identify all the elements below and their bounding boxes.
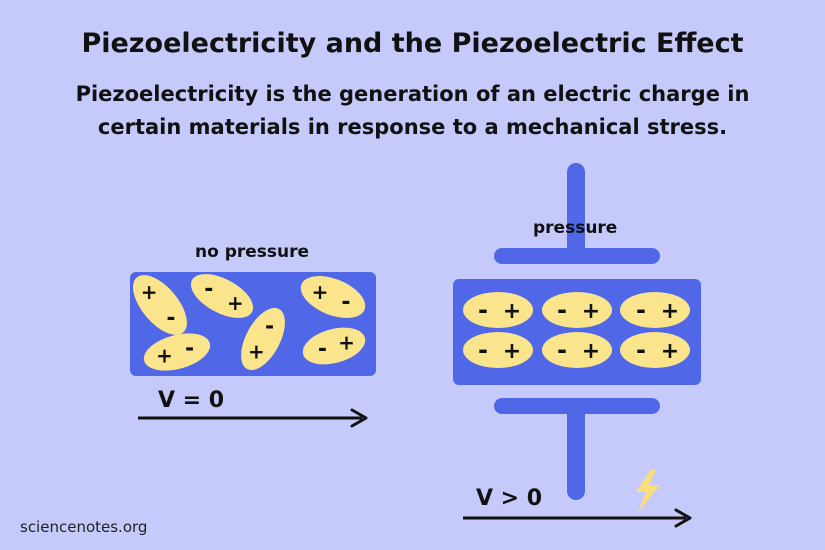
svg-text:-: - — [478, 296, 488, 324]
svg-text:-: - — [185, 337, 194, 362]
no-pressure-label: no pressure — [195, 242, 310, 262]
title: Piezoelectricity and the Piezoelectric E… — [81, 28, 744, 59]
svg-text:-: - — [478, 336, 488, 364]
svg-text:+: + — [338, 331, 355, 355]
svg-text:-: - — [557, 296, 567, 324]
press-top — [494, 163, 660, 264]
dipole-l1: + - — [133, 275, 187, 335]
unstressed-crystal: + - - + + - + - + - - + — [130, 272, 376, 376]
subtitle: Piezoelectricity is the generation of an… — [0, 78, 825, 144]
left-voltage-label: V = 0 — [158, 388, 225, 413]
svg-text:+: + — [503, 339, 521, 364]
dipole-l5: + - — [241, 307, 285, 371]
subtitle-line-2: certain materials in response to a mecha… — [97, 115, 728, 139]
svg-text:-: - — [265, 315, 274, 340]
press-bottom — [494, 398, 660, 500]
svg-text:+: + — [248, 339, 265, 363]
svg-text:-: - — [557, 336, 567, 364]
svg-text:-: - — [341, 290, 350, 315]
svg-text:+: + — [312, 280, 329, 304]
svg-text:-: - — [166, 306, 175, 331]
svg-text:+: + — [141, 280, 158, 304]
pressure-label: pressure — [533, 218, 618, 238]
svg-text:+: + — [661, 299, 679, 324]
svg-text:-: - — [636, 336, 646, 364]
arrow-right-icon — [138, 408, 368, 428]
dipole-r1: - + — [463, 292, 533, 328]
svg-text:+: + — [156, 343, 173, 367]
credit-text: sciencenotes.org — [20, 518, 148, 536]
dipole-r4: - + — [463, 332, 533, 368]
dipole-r3: - + — [620, 292, 690, 328]
svg-text:+: + — [661, 339, 679, 364]
svg-text:+: + — [503, 299, 521, 324]
svg-text:+: + — [582, 299, 600, 324]
dipole-l3: + - — [300, 276, 366, 318]
stressed-crystal: - + - + - + - + - + - + — [453, 279, 701, 385]
dipole-r5: - + — [542, 332, 612, 368]
dipole-r2: - + — [542, 292, 612, 328]
dipole-r6: - + — [620, 332, 690, 368]
dipole-l4: + - — [143, 333, 211, 371]
dipole-l6: - + — [302, 327, 366, 365]
right-voltage-label: V > 0 — [476, 486, 543, 511]
svg-text:-: - — [318, 337, 327, 362]
svg-text:-: - — [636, 296, 646, 324]
dipole-l2: - + — [190, 274, 254, 318]
arrow-right-icon — [463, 508, 692, 528]
svg-text:+: + — [227, 291, 244, 315]
lightning-bolt-icon — [636, 470, 660, 512]
subtitle-line-1: Piezoelectricity is the generation of an… — [75, 82, 750, 106]
svg-text:+: + — [582, 339, 600, 364]
svg-text:-: - — [204, 277, 213, 302]
